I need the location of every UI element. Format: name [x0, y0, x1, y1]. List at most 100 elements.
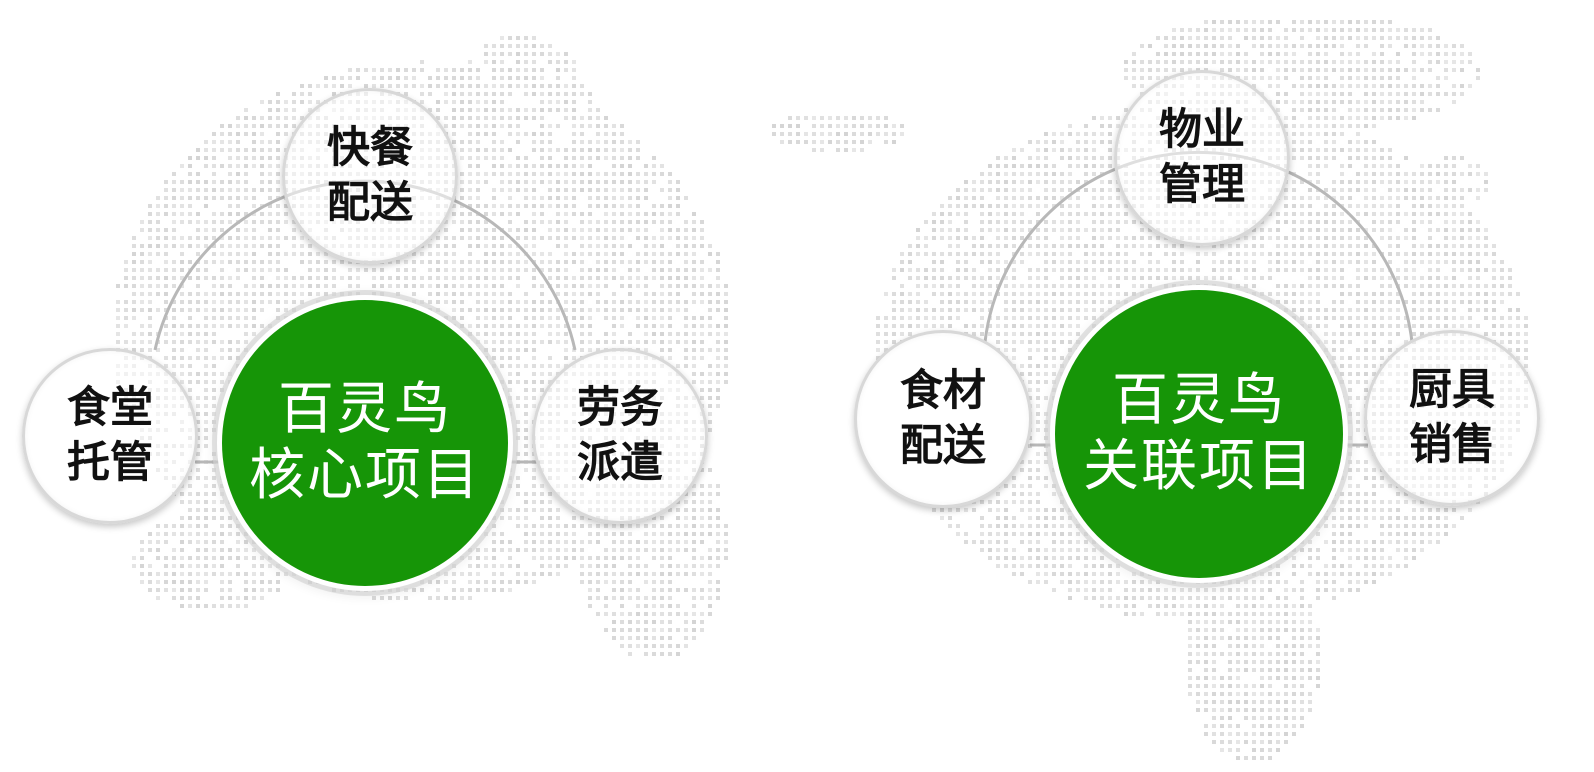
map-dot: [1108, 148, 1112, 152]
map-dot: [516, 140, 520, 144]
map-dot: [148, 212, 152, 216]
map-dot: [1284, 52, 1288, 56]
map-dot: [420, 100, 424, 104]
map-dot: [1444, 68, 1448, 72]
map-dot: [484, 84, 488, 88]
map-dot: [956, 188, 960, 192]
map-dot: [524, 164, 528, 168]
map-dot: [932, 212, 936, 216]
map-dot: [588, 164, 592, 168]
map-dot: [844, 140, 848, 144]
map-dot: [420, 84, 424, 88]
map-dot: [1324, 52, 1328, 56]
map-dot: [1396, 28, 1400, 32]
map-dot: [684, 196, 688, 200]
map-dot: [964, 220, 968, 224]
map-dot: [1332, 60, 1336, 64]
map-dot: [604, 132, 608, 136]
map-dot: [1332, 116, 1336, 120]
map-dot: [500, 68, 504, 72]
map-dot: [1468, 188, 1472, 192]
map-dot: [492, 100, 496, 104]
map-dot: [1068, 132, 1072, 136]
map-dot: [1260, 20, 1264, 24]
map-dot: [1332, 132, 1336, 136]
map-dot: [1332, 20, 1336, 24]
map-dot: [1308, 100, 1312, 104]
map-dot: [1348, 60, 1352, 64]
map-dot: [492, 44, 496, 48]
map-dot: [948, 236, 952, 240]
map-dot: [1300, 124, 1304, 128]
map-dot: [868, 116, 872, 120]
map-dot: [1180, 60, 1184, 64]
map-dot: [572, 100, 576, 104]
map-dot: [1388, 20, 1392, 24]
map-dot: [1412, 196, 1416, 200]
map-dot: [972, 236, 976, 240]
map-dot: [308, 84, 312, 88]
map-dot: [524, 44, 528, 48]
map-dot: [228, 132, 232, 136]
map-dot: [1396, 108, 1400, 112]
map-dot: [556, 108, 560, 112]
map-dot: [1284, 60, 1288, 64]
map-dot: [260, 140, 264, 144]
map-dot: [508, 172, 512, 176]
map-dot: [676, 204, 680, 208]
map-dot: [1428, 108, 1432, 112]
map-dot: [1276, 52, 1280, 56]
map-dot: [1268, 28, 1272, 32]
map-dot: [492, 108, 496, 112]
map-dot: [668, 220, 672, 224]
map-dot: [1284, 92, 1288, 96]
map-dot: [796, 140, 800, 144]
map-dot: [668, 188, 672, 192]
map-dot: [860, 140, 864, 144]
map-dot: [1436, 180, 1440, 184]
map-dot: [1356, 84, 1360, 88]
map-dot: [484, 100, 488, 104]
map-dot: [340, 84, 344, 88]
map-dot: [596, 140, 600, 144]
map-dot: [980, 212, 984, 216]
map-dot: [1316, 44, 1320, 48]
map-dot: [1044, 132, 1048, 136]
map-dot: [1284, 124, 1288, 128]
map-dot: [1140, 60, 1144, 64]
map-dot: [572, 140, 576, 144]
map-dot: [1156, 52, 1160, 56]
map-dot: [524, 68, 528, 72]
map-dot: [1324, 36, 1328, 40]
map-dot: [796, 132, 800, 136]
map-dot: [532, 116, 536, 120]
map-dot: [972, 180, 976, 184]
map-dot: [1276, 100, 1280, 104]
map-dot: [1300, 36, 1304, 40]
map-dot: [148, 204, 152, 208]
map-dot: [1228, 52, 1232, 56]
map-dot: [620, 156, 624, 160]
map-dot: [1132, 84, 1136, 88]
map-dot: [572, 124, 576, 128]
map-dot: [884, 140, 888, 144]
map-dot: [836, 132, 840, 136]
map-dot: [1044, 140, 1048, 144]
map-dot: [1164, 68, 1168, 72]
map-dot: [1292, 140, 1296, 144]
map-dot: [212, 140, 216, 144]
map-dot: [1452, 84, 1456, 88]
map-dot: [532, 172, 536, 176]
map-dot: [524, 36, 528, 40]
map-dot: [516, 68, 520, 72]
map-dot: [196, 148, 200, 152]
map-dot: [244, 156, 248, 160]
map-dot: [1452, 100, 1456, 104]
map-dot: [244, 132, 248, 136]
map-dot: [516, 124, 520, 128]
map-dot: [972, 196, 976, 200]
map-dot: [276, 100, 280, 104]
map-dot: [220, 124, 224, 128]
map-dot: [524, 172, 528, 176]
map-dot: [1428, 204, 1432, 208]
